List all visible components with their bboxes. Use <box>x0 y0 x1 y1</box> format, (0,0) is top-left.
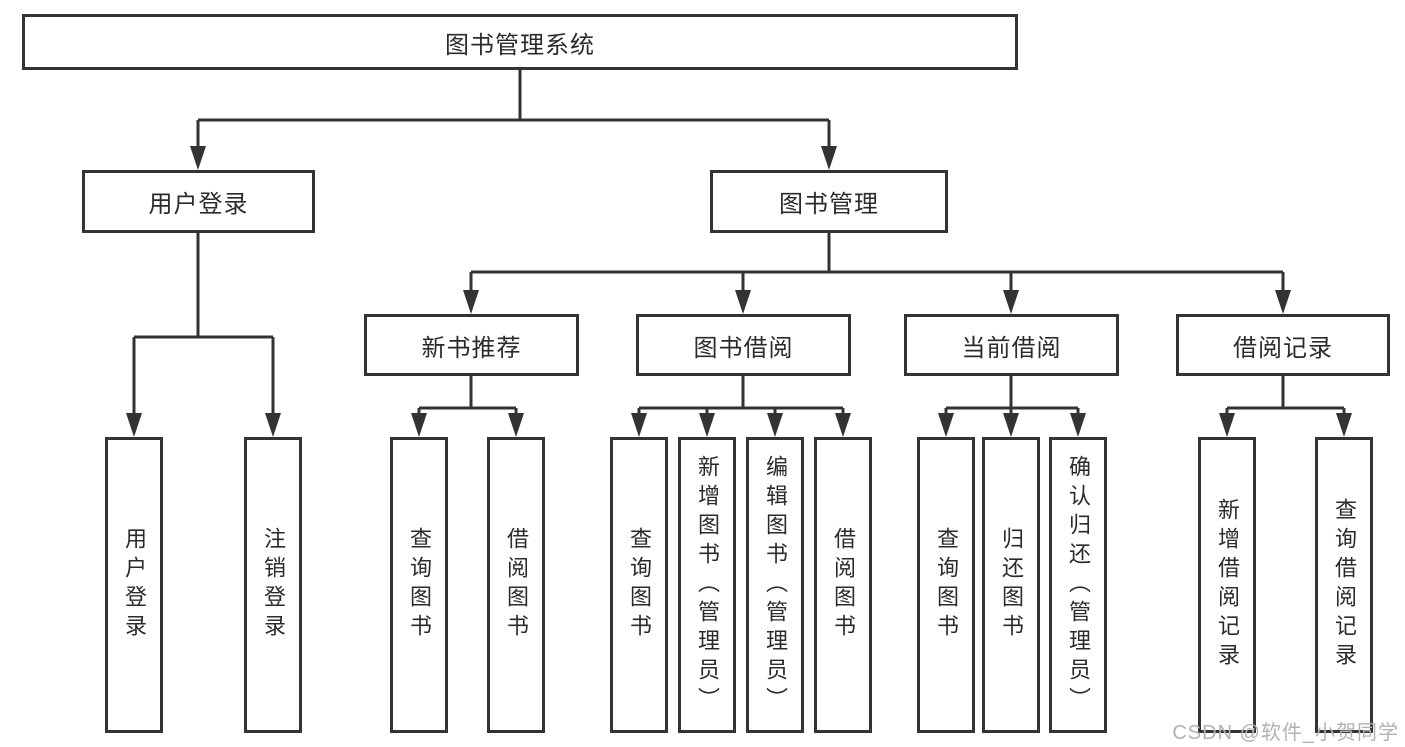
connector-current-borrow-branch <box>938 376 1086 437</box>
leaf-query-books-borrow: 查询图书 <box>610 437 668 733</box>
leaf-add-borrow-record: 新增借阅记录 <box>1198 437 1256 733</box>
node-current-borrow: 当前借阅 <box>904 314 1119 376</box>
leaf-user-login: 用户登录 <box>105 437 163 733</box>
node-library-management-system: 图书管理系统 <box>22 14 1018 70</box>
leaf-query-books-recommend: 查询图书 <box>390 437 448 733</box>
leaf-query-books-current: 查询图书 <box>917 437 975 733</box>
node-new-book-recommend: 新书推荐 <box>364 314 579 376</box>
node-book-management: 图书管理 <box>710 170 948 233</box>
leaf-query-borrow-record: 查询借阅记录 <box>1315 437 1373 733</box>
leaf-confirm-return-admin: 确认归还（管理员） <box>1049 437 1107 733</box>
leaf-logout: 注销登录 <box>244 437 302 733</box>
node-user-login: 用户登录 <box>82 170 315 233</box>
node-borrow-records: 借阅记录 <box>1176 314 1390 376</box>
leaf-borrow-books-recommend: 借阅图书 <box>487 437 545 733</box>
node-book-borrow: 图书借阅 <box>636 314 851 376</box>
leaf-add-books-admin: 新增图书（管理员） <box>678 437 736 733</box>
connector-borrow-records-branch <box>1219 376 1352 437</box>
connector-new-books-branch <box>411 376 524 437</box>
leaf-return-books: 归还图书 <box>982 437 1040 733</box>
csdn-watermark: CSDN @软件_小贺同学 <box>1172 722 1399 744</box>
leaf-borrow-books: 借阅图书 <box>814 437 872 733</box>
connector-user-login-branch <box>126 233 281 437</box>
connector-book-management-branch <box>463 233 1291 314</box>
leaf-edit-books-admin: 编辑图书（管理员） <box>746 437 804 733</box>
connector-root-to-level2 <box>190 70 837 170</box>
connector-book-borrow-branch <box>631 376 851 437</box>
